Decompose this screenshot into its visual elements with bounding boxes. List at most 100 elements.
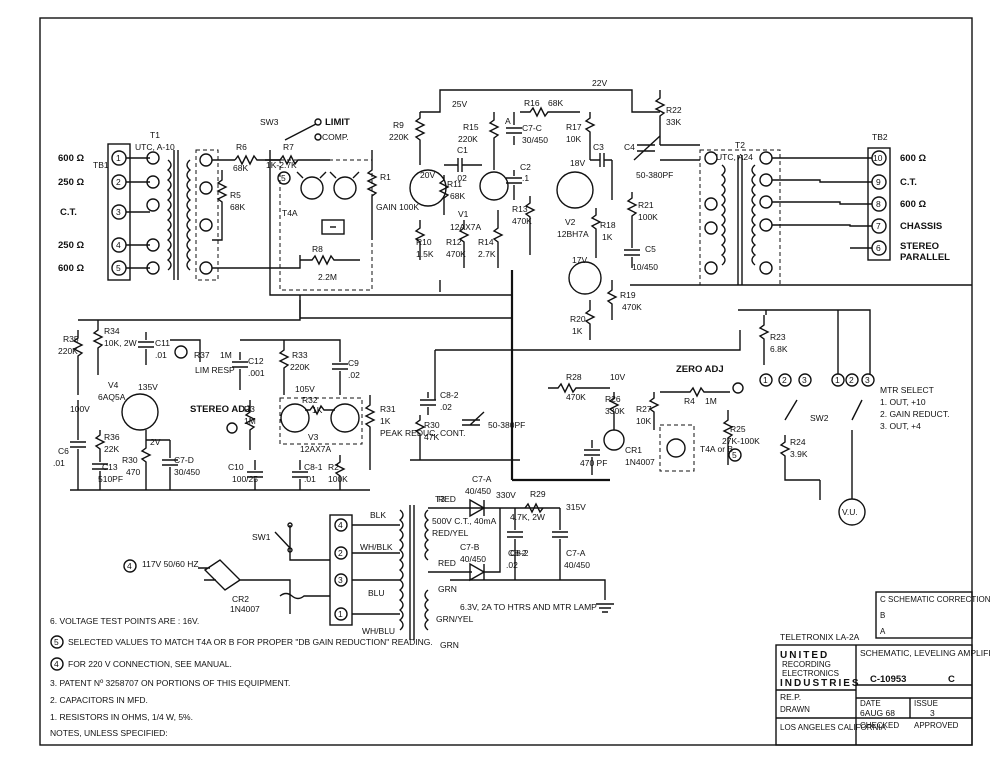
tb1-600-top: 600 Ω [58,153,84,164]
svg-text:C.T.: C.T. [900,177,917,188]
svg-text:R6: R6 [236,142,247,152]
svg-text:6: 6 [876,243,881,253]
note-6: 6. VOLTAGE TEST POINTS ARE : 16V. [50,616,199,626]
svg-text:4: 4 [127,561,132,571]
svg-text:5: 5 [54,637,59,647]
r16: R16 68K [520,98,580,118]
cap-50-380pf[interactable]: 50-380PF [462,411,525,430]
r1-gain-pot[interactable]: R1 GAIN 100K [366,150,419,240]
svg-text:PEAK REDUC. CONT.: PEAK REDUC. CONT. [380,428,466,438]
svg-text:10/450: 10/450 [632,262,658,272]
svg-text:R8: R8 [312,244,323,254]
r33: R33 220K [278,340,310,395]
c4-variable[interactable]: C4 50-380PF [624,135,673,180]
company-united: UNITED [780,650,829,661]
svg-text:T4A or B: T4A or B [700,444,733,454]
svg-text:C10: C10 [228,462,244,472]
svg-text:V4: V4 [108,380,119,390]
company-electronics: ELECTRONICS [782,669,839,678]
svg-text:220K: 220K [58,346,78,356]
svg-text:SW1: SW1 [252,532,271,542]
svg-text:R10: R10 [416,237,432,247]
c13: C6 .01 [53,400,86,490]
svg-text:C7-A: C7-A [472,474,492,484]
svg-text:GAIN 100K: GAIN 100K [376,202,419,212]
svg-text:12BH7A: 12BH7A [557,229,589,239]
svg-text:R1: R1 [380,172,391,182]
svg-text:C7-D: C7-D [174,455,194,465]
svg-text:600 Ω: 600 Ω [900,199,926,210]
svg-text:1: 1 [763,375,768,385]
svg-text:68K: 68K [230,202,245,212]
svg-text:2V: 2V [150,437,161,447]
svg-text:LIM RESP: LIM RESP [195,365,235,375]
r18: R18 1K [590,208,616,258]
svg-text:R32: R32 [302,395,318,405]
c2: C2 .1 [506,162,531,200]
svg-text:C8-2: C8-2 [510,548,529,558]
r4-zero-adj[interactable]: ZERO ADJ R4 1M [660,364,744,406]
c6: C8-2 .02 [420,390,459,415]
svg-text:COMP.: COMP. [322,132,349,142]
svg-text:10K: 10K [566,134,581,144]
sw3-limit-comp[interactable]: SW3 LIMIT COMP. [260,117,350,142]
notes-heading: NOTES, UNLESS SPECIFIED: [50,728,168,738]
svg-text:500V C.T., 40mA: 500V C.T., 40mA [432,516,497,526]
svg-text:R24: R24 [790,437,806,447]
sw1-power[interactable]: SW1 [252,522,330,561]
svg-text:.02: .02 [348,370,360,380]
svg-text:C1: C1 [457,145,468,155]
cr1: C7-A 40/450 330V [428,474,560,518]
svg-text:R30: R30 [122,455,138,465]
r22: R22 33K [654,90,682,145]
svg-text:.1: .1 [522,173,529,183]
svg-text:30/450: 30/450 [174,467,200,477]
svg-text:1. OUT, +10: 1. OUT, +10 [880,397,926,407]
svg-text:2.7K: 2.7K [478,249,496,259]
svg-text:R12: R12 [446,237,462,247]
r21: R21 100K [626,192,658,240]
svg-text:1K: 1K [312,405,323,415]
svg-text:1K: 1K [602,232,613,242]
tube-v3: 105V V3 12AX7A [279,384,363,454]
c7d: C13 510PF [92,455,123,490]
svg-text:1.5K: 1.5K [416,249,434,259]
svg-text:27K-100K: 27K-100K [722,436,760,446]
cr2: C7-B 40/450 [428,508,501,582]
svg-text:R27: R27 [636,404,652,414]
r27: R27 10K [636,392,660,430]
svg-text:50-380PF: 50-380PF [636,170,673,180]
svg-text:R3: R3 [244,404,255,414]
note-1: 1. RESISTORS IN OHMS, 1/4 W, 5%. [50,712,193,722]
r24: R24 3.9K [779,435,820,481]
svg-text:1M: 1M [220,350,232,360]
r8: R8 2.2M [300,244,360,282]
svg-text:3. OUT, +4: 3. OUT, +4 [880,421,921,431]
r2-peak-reduction[interactable]: R31 1K PEAK REDUC. CONT. [364,395,466,470]
svg-text:CHASSIS: CHASSIS [900,221,942,232]
svg-text:22K: 22K [104,444,119,454]
svg-text:R26: R26 [605,394,621,404]
svg-text:RED/YEL: RED/YEL [432,528,469,538]
svg-text:100K: 100K [638,212,658,222]
svg-text:7: 7 [876,221,881,231]
r37-lim-resp[interactable]: R37 1M LIM RESP [170,339,235,375]
svg-text:510PF: 510PF [98,474,123,484]
svg-text:UTC, A-10: UTC, A-10 [135,142,175,152]
svg-text:.01: .01 [304,474,316,484]
c3: C3 [590,142,613,200]
c8-1: C10 100/25 [228,460,263,490]
svg-text:22V: 22V [592,78,607,88]
c7c: A C7-C 30/450 [505,112,548,145]
drawing-sheet: 3 [930,708,935,718]
drawing-title: SCHEMATIC, LEVELING AMPLIFIER [860,648,990,658]
svg-text:2: 2 [116,177,121,187]
tb1-pins: 1 2 3 4 5 [111,150,127,276]
svg-text:18V: 18V [570,158,585,168]
tb1-250-bot: 250 Ω [58,240,84,251]
svg-text:R35: R35 [63,334,79,344]
svg-text:330V: 330V [496,490,516,500]
transformer-t1: T1 UTC, A-10 [126,130,219,281]
r3-stereo-adj[interactable]: STEREO ADJ R3 1M [190,400,256,450]
meter-select-switch[interactable]: 1 2 3 1 2 3 SW2 MTR SELECT 1. OUT, +10 2… [759,373,949,431]
